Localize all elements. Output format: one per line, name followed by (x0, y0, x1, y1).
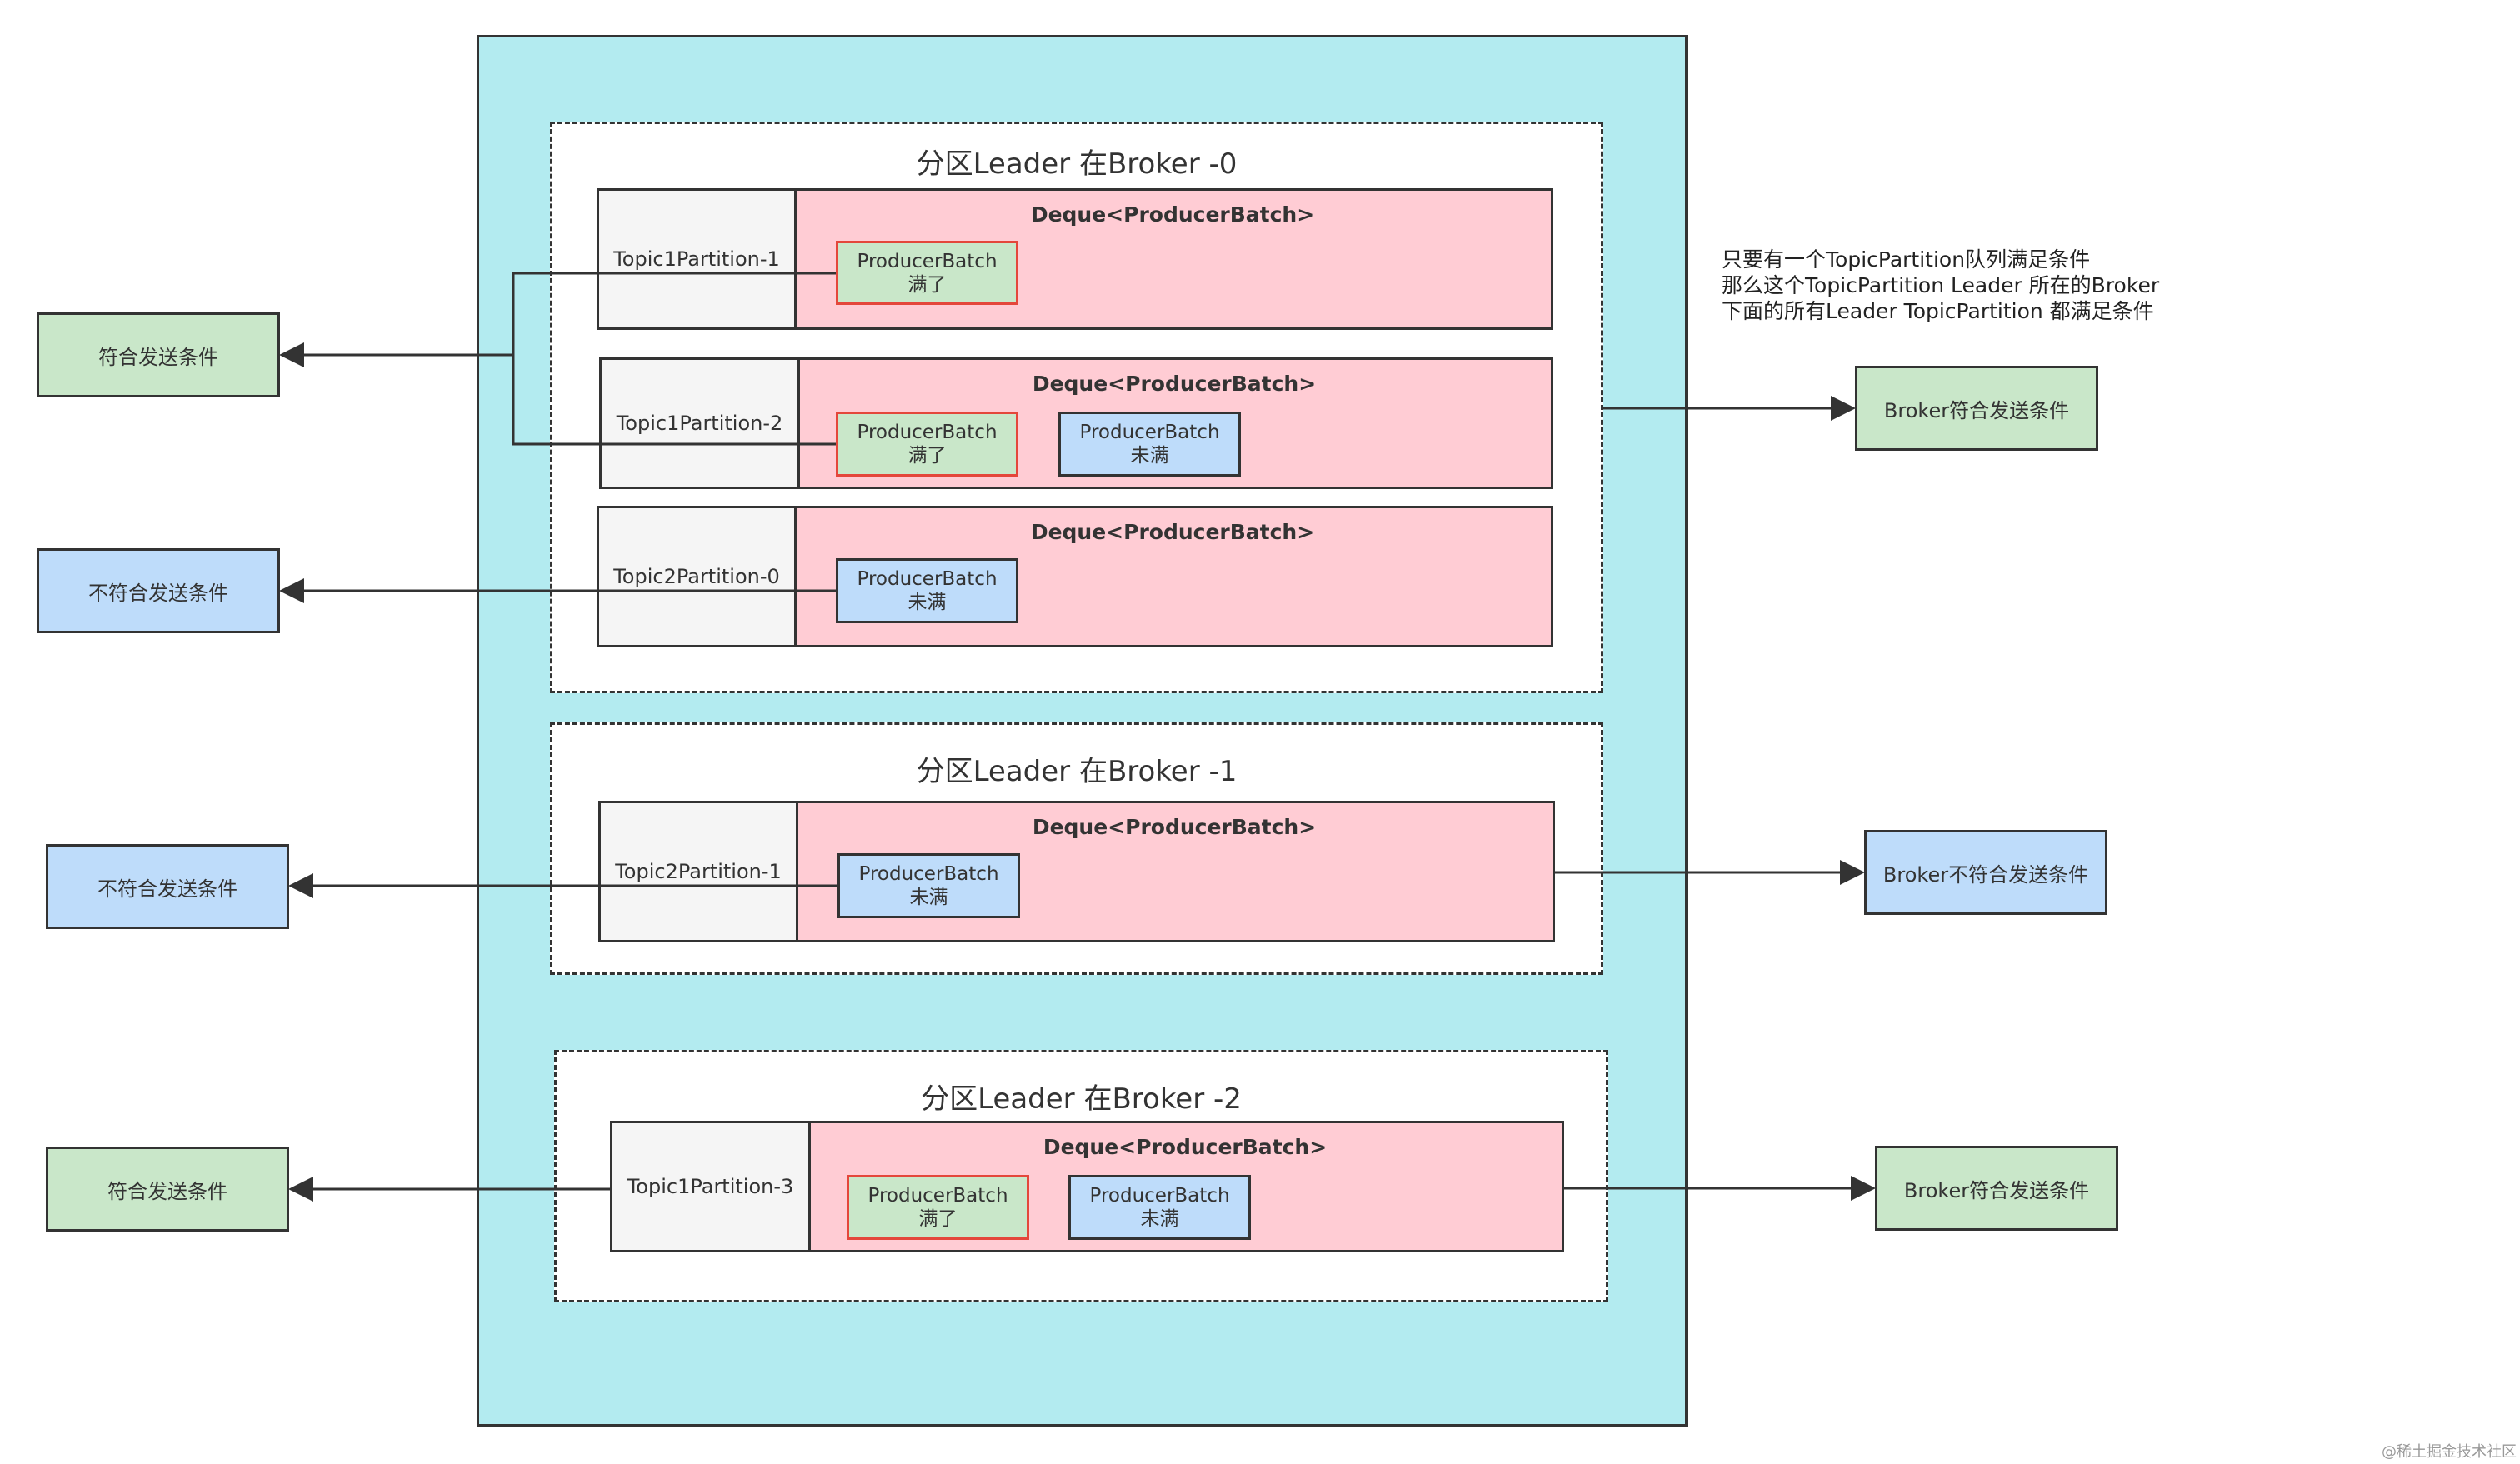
broker-1-title: 分区Leader 在Broker -1 (916, 755, 1238, 788)
batch-status: 满了 (918, 1208, 958, 1230)
left-result-eligible: 符合发送条件 (46, 1147, 289, 1232)
batch-name: ProducerBatch (857, 568, 998, 590)
batch-name: ProducerBatch (1079, 422, 1220, 443)
broker-2-title: 分区Leader 在Broker -2 (921, 1082, 1242, 1116)
right-result-broker-eligible: Broker符合发送条件 (1875, 1146, 2118, 1231)
deque-label: Deque<ProducerBatch> (1042, 1135, 1328, 1159)
producer-batch-not-full: ProducerBatch 未满 (836, 558, 1018, 623)
partition-label: Topic1Partition-1 (599, 191, 797, 327)
producer-batch-not-full: ProducerBatch 未满 (838, 853, 1020, 918)
batch-status: 未满 (908, 592, 947, 613)
partition-label: Topic2Partition-1 (601, 803, 798, 940)
watermark: @稀土掘金技术社区 (2382, 1443, 2517, 1461)
deque-label: Deque<ProducerBatch> (1032, 372, 1317, 396)
batch-name: ProducerBatch (868, 1185, 1008, 1207)
producer-batch-full: ProducerBatch 满了 (836, 412, 1018, 477)
batch-name: ProducerBatch (858, 863, 999, 885)
broker-0-title: 分区Leader 在Broker -0 (916, 147, 1238, 181)
connector-batch-full-1 (512, 272, 836, 355)
batch-status: 未满 (1140, 1208, 1179, 1230)
partition-label: Topic1Partition-3 (612, 1123, 811, 1250)
partition-label: Topic2Partition-0 (599, 508, 797, 645)
batch-status: 未满 (1130, 445, 1169, 467)
note-line: 那么这个TopicPartition Leader 所在的Broker (1722, 273, 2160, 297)
batch-name: ProducerBatch (1089, 1185, 1230, 1207)
producer-batch-full: ProducerBatch 满了 (836, 241, 1018, 305)
note-line: 下面的所有Leader TopicPartition 都满足条件 (1722, 299, 2154, 323)
partition-label: Topic1Partition-2 (602, 360, 800, 487)
batch-status: 未满 (909, 887, 948, 908)
batch-status: 满了 (908, 273, 947, 296)
left-result-not-eligible: 不符合发送条件 (46, 844, 289, 929)
connector-batch-full-2 (512, 355, 836, 446)
producer-batch-not-full: ProducerBatch 未满 (1068, 1175, 1251, 1240)
batch-status: 满了 (908, 445, 947, 467)
topic2-partition-1-row: Topic2Partition-1 Deque<ProducerBatch> (598, 801, 1555, 942)
left-result-not-eligible: 不符合发送条件 (37, 548, 280, 633)
right-result-broker-not-eligible: Broker不符合发送条件 (1864, 830, 2108, 915)
deque-label: Deque<ProducerBatch> (1030, 202, 1315, 227)
note-line: 只要有一个TopicPartition队列满足条件 (1722, 247, 2091, 272)
deque-label: Deque<ProducerBatch> (1030, 520, 1315, 544)
right-result-broker-eligible: Broker符合发送条件 (1855, 366, 2098, 451)
producer-batch-full: ProducerBatch 满了 (847, 1175, 1029, 1240)
left-result-eligible: 符合发送条件 (37, 312, 280, 397)
deque-label: Deque<ProducerBatch> (1032, 815, 1317, 839)
producer-batch-not-full: ProducerBatch 未满 (1058, 412, 1241, 477)
batch-name: ProducerBatch (857, 250, 998, 272)
topic1-partition-1-row: Topic1Partition-1 Deque<ProducerBatch> (597, 188, 1553, 330)
condition-note: 只要有一个TopicPartition队列满足条件 那么这个TopicParti… (1722, 247, 2159, 324)
topic2-partition-0-row: Topic2Partition-0 Deque<ProducerBatch> (597, 506, 1553, 647)
batch-name: ProducerBatch (857, 422, 998, 443)
